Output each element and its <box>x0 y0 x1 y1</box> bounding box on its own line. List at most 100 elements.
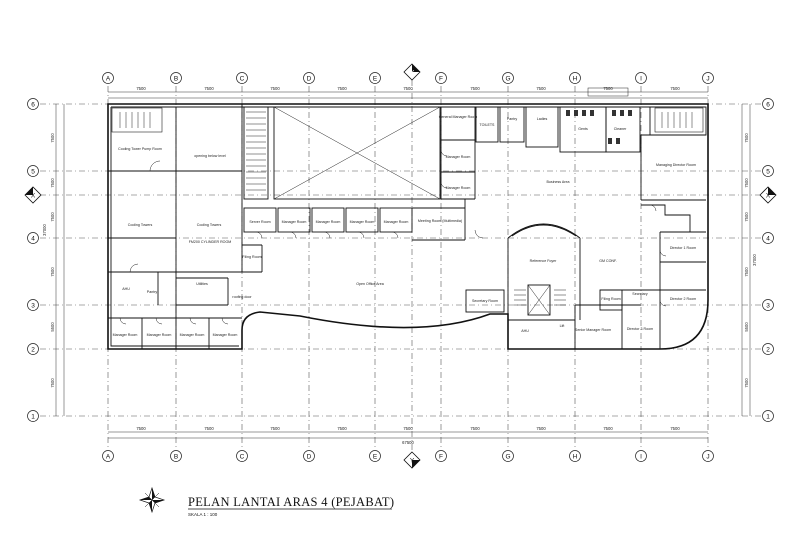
stairs-foyer <box>514 289 566 306</box>
grid-bottom-B: B <box>174 453 178 460</box>
grid-top-F: F <box>439 75 443 82</box>
dim-top-1: 7500 <box>136 86 146 91</box>
room-manager-b1: Manager Room <box>113 333 138 337</box>
grid-top-I: I <box>640 75 642 82</box>
dim-total: 67500 <box>402 440 414 445</box>
room-filing-right: Filing Room <box>601 297 620 301</box>
dim-top-8: 7500 <box>603 86 613 91</box>
grid-bottom-Y: Y <box>410 457 415 464</box>
dim-bottom-9: 7500 <box>670 426 680 431</box>
grid-bubbles-right: 6 5 X 4 3 2 1 <box>759 98 777 422</box>
room-gm-conf: GM CONF. <box>599 259 617 263</box>
room-filing-left: Filing Room <box>242 255 261 259</box>
room-director-3: Director 3 Room <box>627 327 653 331</box>
room-fm200: FM200 CYLINDER ROOM <box>189 240 232 244</box>
room-cooling-tower-1: Cooling Towers <box>128 223 153 227</box>
dimension-labels-left: 7500 7500 7500 7500 5500 7500 37000 <box>42 133 55 388</box>
grid-left-2: 2 <box>31 346 35 353</box>
room-manager-b3: Manager Room <box>180 333 205 337</box>
vertical-grid-lines <box>107 80 709 456</box>
grid-right-6: 6 <box>766 101 770 108</box>
room-business-area: Business Area <box>547 180 570 184</box>
dim-left-2: 7500 <box>50 178 55 188</box>
grid-top-H: H <box>573 75 578 82</box>
grid-top-C: C <box>240 75 245 82</box>
grid-right-X: X <box>766 192 771 199</box>
dim-bottom-2: 7500 <box>204 426 214 431</box>
room-cooling-pump: Cooling Tower Pump Room <box>118 147 162 151</box>
grid-left-4: 4 <box>31 235 35 242</box>
room-director-1: Director 1 Room <box>670 246 696 250</box>
grid-bottom-H: H <box>573 453 578 460</box>
drawing-title: PELAN LANTAI ARAS 4 (PEJABAT) <box>188 495 394 509</box>
grid-bubbles-left: 6 5 X 4 3 2 1 <box>24 98 42 422</box>
grid-right-4: 4 <box>766 235 770 242</box>
room-ahu-left: AHU <box>122 287 130 291</box>
dim-top-6: 7500 <box>470 86 480 91</box>
grid-top-E: E <box>373 75 378 82</box>
room-manager-b2: Manager Room <box>147 333 172 337</box>
grid-right-3: 3 <box>766 302 770 309</box>
dim-top-3: 7500 <box>270 86 280 91</box>
grid-top-D: D <box>307 75 312 82</box>
grid-bottom-J: J <box>706 453 709 460</box>
grid-bottom-I: I <box>640 453 642 460</box>
dim-top-4: 7500 <box>337 86 347 91</box>
grid-bottom-E: E <box>373 453 378 460</box>
stairs-top-right <box>654 107 704 133</box>
room-manager-1: Manager Room <box>282 220 307 224</box>
doors <box>119 149 667 325</box>
room-manager-2: Manager Room <box>316 220 341 224</box>
grid-top-G: G <box>505 75 510 82</box>
grid-bottom-D: D <box>307 453 312 460</box>
dim-left-6: 7500 <box>50 378 55 388</box>
dim-right-3: 7500 <box>744 212 749 222</box>
room-manager-r2: Manager Room <box>446 186 471 190</box>
dim-right-6: 7500 <box>744 378 749 388</box>
dimension-chains <box>55 91 751 439</box>
room-cleaner: Cleaner <box>614 127 627 131</box>
north-arrow-icon <box>138 486 166 514</box>
dimension-labels-bottom: 7500 7500 7500 7500 7500 7500 7500 7500 … <box>136 426 680 445</box>
grid-right-5: 5 <box>766 168 770 175</box>
grid-right-1: 1 <box>766 413 770 420</box>
room-secretary: Secretary Room <box>472 299 498 303</box>
grid-right-2: 2 <box>766 346 770 353</box>
dim-top-9: 7500 <box>670 86 680 91</box>
room-manager-4: Manager Room <box>384 220 409 224</box>
dim-top-5: 7500 <box>403 86 413 91</box>
dim-right-5: 5500 <box>744 322 749 332</box>
room-toilets: TOILETS <box>480 123 496 127</box>
dim-right-1: 7500 <box>744 133 749 143</box>
dim-bottom-8: 7500 <box>603 426 613 431</box>
stairs-top-left <box>111 107 163 133</box>
dimension-labels-right: 7500 7500 7500 7500 5500 7500 37000 <box>744 133 757 388</box>
dimension-labels-top: 7500 7500 7500 7500 7500 7500 7500 7500 … <box>136 86 680 91</box>
dim-bottom-6: 7500 <box>470 426 480 431</box>
grid-top-B: B <box>174 75 178 82</box>
dim-left-5: 5500 <box>50 322 55 332</box>
grid-left-X: X <box>31 192 36 199</box>
dim-left-total: 37000 <box>42 224 47 236</box>
dim-right-4: 7500 <box>744 267 749 277</box>
grid-left-5: 5 <box>31 168 35 175</box>
room-pantry-right: Pantry <box>507 117 518 121</box>
room-cooling-tower-2: Cooling Towers <box>197 223 222 227</box>
room-server: Server Room <box>249 220 270 224</box>
grid-top-J: J <box>706 75 709 82</box>
dim-top-7: 7500 <box>536 86 546 91</box>
room-reference-foyer: Reference Foyer <box>530 259 558 263</box>
dim-bottom-5: 7500 <box>403 426 413 431</box>
grid-top-A: A <box>106 75 111 82</box>
dim-right-2: 7500 <box>744 178 749 188</box>
room-pantry-left: Pantry <box>147 290 158 294</box>
room-manager-b4: Manager Room <box>213 333 238 337</box>
grid-bubbles-bottom: A B C D E Y F G H I J <box>102 450 714 469</box>
dim-bottom-3: 7500 <box>270 426 280 431</box>
dim-bottom-1: 7500 <box>136 426 146 431</box>
grid-left-3: 3 <box>31 302 35 309</box>
grid-bottom-F: F <box>439 453 443 460</box>
grid-left-1: 1 <box>31 413 35 420</box>
dim-top-2: 7500 <box>204 86 214 91</box>
dim-right-total: 37000 <box>752 254 757 266</box>
